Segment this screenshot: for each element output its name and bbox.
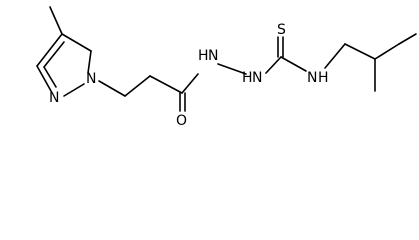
atom-hydrazine-h: H [242,70,253,86]
atom-hydrazide-nh: H N [198,48,218,64]
atom-thione-s: S [277,22,286,38]
bond-c-nh [181,73,199,94]
bond-hn-cs [265,56,282,74]
atom-amine-h: H [318,70,329,86]
bond-n1-n2 [63,83,85,97]
molecule-diagram: N N O H N H N S N H [36,6,417,129]
atom-hydrazide-n: N [208,48,218,64]
bond-c4-c5 [61,33,92,52]
bond-c5-n1 [87,50,92,74]
bond-n1-ch2a [98,80,126,97]
bond-me-tail [398,33,417,45]
atom-labels: N N O H N H N S N H [49,22,329,129]
bond-nh-ch2 [324,43,346,69]
atom-hydrazide-h: H [198,48,209,64]
atom-amine-nh: N H [307,70,329,86]
bond-ch-me1 [374,43,400,60]
atom-pyrazole-n1: N [86,71,96,87]
molecule-structure: N N O H N H N S N H [36,6,417,129]
bond-c3-c4 [36,33,63,67]
atom-carbonyl-o: O [176,113,187,129]
atom-pyrazole-n2: N [49,90,59,106]
bond-ch2-ch [344,43,376,60]
bond-ch2b-c [149,75,183,94]
bond-nh-hn [217,63,247,75]
bond-c3-c4-inner [43,41,65,68]
bond-n2-c3 [36,65,52,92]
bonds [36,6,417,112]
atom-hydrazine-hn: H N [242,70,262,86]
atom-amine-n: N [307,70,317,86]
atom-hydrazine-n: N [252,70,262,86]
bond-methyl-c4 [49,6,63,35]
bond-ch2a-ch2b [124,75,151,97]
bond-cs-nh [280,56,307,72]
bond-n2-c3-inner [43,66,57,88]
